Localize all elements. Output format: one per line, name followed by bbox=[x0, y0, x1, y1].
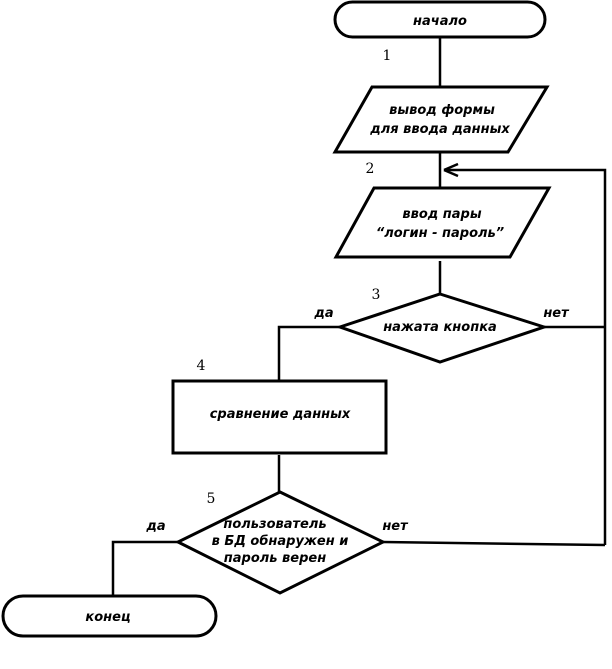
node-3-label: нажата кнопка bbox=[383, 320, 497, 335]
node-1-label-line-2: для ввода данных bbox=[369, 122, 510, 137]
node-start-label: начало bbox=[413, 14, 467, 29]
node-4-label: сравнение данных bbox=[210, 407, 351, 422]
terminator-shape bbox=[1, 594, 218, 638]
node-number-1: 1 bbox=[383, 48, 392, 64]
node-5-label-line-1: пользователь bbox=[223, 517, 326, 532]
branch-label-yes: да bbox=[145, 519, 165, 534]
edge-3-yes-to-4 bbox=[277, 325, 340, 380]
node-2-label-line-1: ввод пары bbox=[402, 207, 481, 222]
node-5-label-line-3: пароль верен bbox=[224, 551, 326, 566]
branch-label-yes: да bbox=[313, 306, 333, 321]
node-1-label-line-1: вывод формы bbox=[389, 103, 495, 118]
edge-5-yes-to-end bbox=[111, 540, 178, 596]
branch-label-no: нет bbox=[382, 519, 409, 534]
node-4: сравнение данных bbox=[171, 379, 388, 455]
node-number-4: 4 bbox=[197, 358, 206, 374]
node-start: начало bbox=[333, 0, 547, 39]
node-number-5: 5 bbox=[207, 491, 216, 507]
node-5-label-line-2: в БД обнаружен и bbox=[212, 534, 349, 549]
branch-label-no: нет bbox=[543, 306, 570, 321]
node-5: пользователь в БД обнаружен и пароль вер… bbox=[174, 490, 387, 595]
node-2-label-line-2: “логин - пароль” bbox=[376, 226, 504, 241]
node-number-3: 3 bbox=[372, 287, 381, 303]
process-shape bbox=[171, 379, 388, 455]
edge-loop-back-to-2 bbox=[444, 168, 607, 545]
node-end-label: конец bbox=[85, 610, 130, 625]
node-3: нажата кнопка bbox=[335, 292, 549, 364]
node-number-2: 2 bbox=[366, 161, 375, 177]
io-shape bbox=[332, 85, 550, 154]
decision-shape bbox=[174, 490, 387, 595]
node-2: ввод пары “логин - пароль” bbox=[333, 186, 552, 259]
arrow-head-icon bbox=[443, 162, 459, 178]
node-1: вывод формы для ввода данных bbox=[332, 85, 550, 154]
node-end: конец bbox=[1, 594, 218, 638]
edge-5-no bbox=[382, 540, 606, 547]
terminator-shape bbox=[333, 0, 547, 39]
io-shape bbox=[333, 186, 552, 259]
decision-shape bbox=[335, 292, 549, 364]
